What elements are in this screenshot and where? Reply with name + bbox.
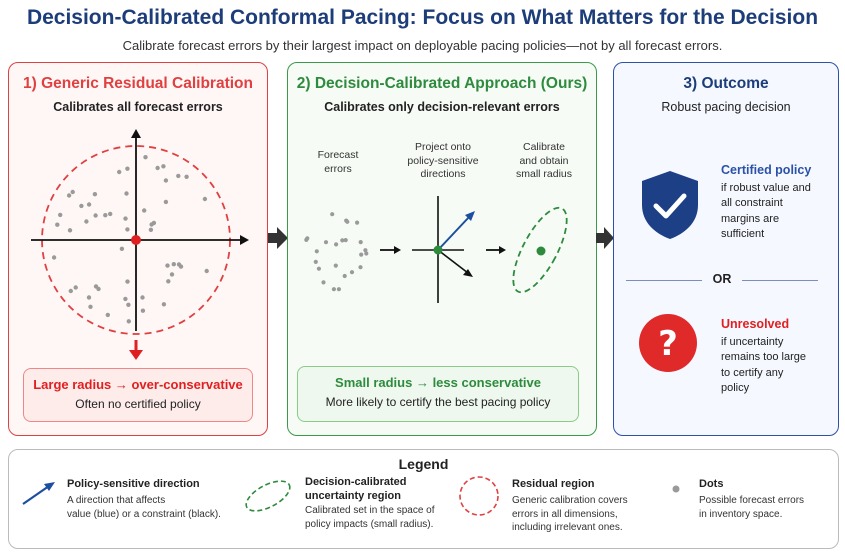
legend: Legend Policy-sensitive direction A dire…	[8, 449, 839, 549]
decision-result-heading: Small radius → less conservative	[335, 375, 541, 390]
shield-check-icon	[642, 171, 698, 239]
legend-direction-text: A direction that affects value (blue) or…	[67, 495, 221, 520]
forecast-error-cluster	[304, 212, 369, 292]
step-project: Project onto policy-sensitive directions	[407, 141, 479, 181]
arrow-right-icon	[268, 227, 288, 249]
panel2-subtitle: Calibrates only decision-relevant errors	[324, 100, 560, 114]
svg-text:?: ?	[658, 324, 678, 364]
legend-dots-heading: Dots	[699, 478, 724, 490]
step-forecast-errors: Forecast errors	[317, 149, 359, 175]
certified-text: if robust value and all constraint margi…	[721, 182, 811, 241]
generic-result-box: Large radius → over-conservative Often n…	[23, 368, 253, 422]
forecast-error-dots	[51, 155, 209, 324]
arrow-right-icon	[596, 227, 614, 249]
arrow-right-icon	[486, 246, 506, 254]
panel-generic-calibration: 1) Generic Residual Calibration Calibrat…	[8, 62, 268, 436]
unresolved-text: if uncertainty remains too large to cert…	[721, 336, 806, 395]
panel3-title: 3) Outcome	[683, 75, 769, 92]
decision-result-box: Small radius → less conservative More li…	[297, 366, 579, 422]
legend-direction-heading: Policy-sensitive direction	[67, 478, 200, 490]
legend-residual-heading: Residual region	[512, 478, 595, 490]
generic-result-heading: Large radius → over-conservative	[33, 377, 243, 392]
projection-diagram	[304, 196, 568, 303]
arrow-right-icon	[380, 246, 401, 254]
legend-residual-text: Generic calibration covers errors in all…	[512, 495, 628, 533]
panel-outcome: 3) Outcome Robust pacing decision Certif…	[613, 62, 839, 436]
legend-calibrated-text: Calibrated set in the space of policy im…	[305, 505, 435, 530]
page-title: Decision-Calibrated Conformal Pacing: Fo…	[26, 6, 819, 29]
panel1-subtitle: Calibrates all forecast errors	[53, 100, 223, 114]
dot-icon	[672, 485, 680, 493]
panel3-subtitle: Robust pacing decision	[661, 100, 791, 114]
panel2-title: 2) Decision-Calibrated Approach (Ours)	[296, 75, 588, 92]
panel1-title: 1) Generic Residual Calibration	[23, 75, 253, 92]
legend-calibrated-heading: Decision-calibrated uncertainty region	[305, 476, 407, 502]
unresolved-heading: Unresolved	[721, 317, 790, 331]
generic-result-text: Often no certified policy	[75, 397, 201, 411]
ellipse-icon	[245, 480, 291, 512]
center-point	[131, 235, 141, 245]
circle-icon	[459, 476, 499, 516]
certified-heading: Certified policy	[721, 163, 812, 177]
decision-result-text: More likely to certify the best pacing p…	[325, 395, 551, 409]
question-circle-icon: ?	[639, 314, 697, 372]
legend-dots-text: Possible forecast errors in inventory sp…	[699, 495, 805, 520]
calibrated-ellipse	[512, 206, 568, 294]
step-calibrate: Calibrate and obtain small radius	[515, 141, 573, 181]
page-subtitle: Calibrate forecast errors by their large…	[122, 38, 723, 53]
arrow-icon	[22, 482, 55, 505]
legend-title: Legend	[398, 456, 449, 472]
or-separator: OR	[712, 272, 732, 286]
panel-decision-calibrated: 2) Decision-Calibrated Approach (Ours) C…	[287, 62, 597, 436]
arrow-down-icon	[129, 340, 143, 360]
residual-region-diagram	[31, 129, 249, 360]
